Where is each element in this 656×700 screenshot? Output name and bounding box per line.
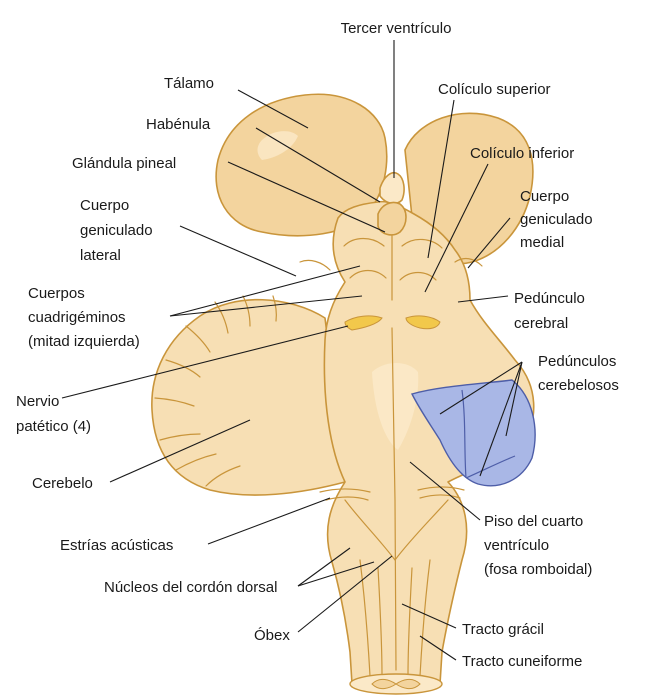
brainstem-highlight bbox=[372, 363, 419, 450]
leader-piso-cuarto-ventriculo bbox=[409, 461, 481, 521]
colliculus-inferior-left bbox=[349, 269, 387, 279]
trochlear-nerve-right bbox=[405, 315, 441, 330]
leader-coliculo-inferior bbox=[424, 163, 489, 293]
leader-tracto-gracil bbox=[401, 603, 457, 629]
leader-glandula-pineal bbox=[227, 161, 386, 233]
leader-nervio-patetico bbox=[61, 325, 349, 399]
labels: Tercer ventrículo Tálamo Colículo superi… bbox=[16, 20, 619, 670]
label-glandula-pineal: Glándula pineal bbox=[72, 155, 176, 172]
label-coliculo-inferior: Colículo inferior bbox=[470, 145, 574, 162]
leader-nucleos-cordon-dorsal-2 bbox=[297, 561, 375, 587]
cerebellar-peduncles-shape bbox=[410, 379, 536, 487]
median-sulcus bbox=[391, 327, 397, 671]
label-cerebelo: Cerebelo bbox=[32, 475, 93, 492]
label-tercer-ventriculo: Tercer ventrículo bbox=[341, 20, 452, 37]
medial-geniculate-shape bbox=[454, 257, 483, 267]
leader-obex bbox=[297, 555, 393, 633]
leader-coliculo-superior bbox=[427, 99, 455, 259]
leader-pedunculos-cerebelosos-3 bbox=[479, 361, 523, 477]
label-piso-cuarto-ventriculo-2: ventrículo bbox=[484, 537, 549, 554]
label-pedunculos-cerebelosos-1: Pedúnculos bbox=[538, 353, 616, 370]
leader-cuerpos-cuadrigeminos-2 bbox=[169, 295, 363, 317]
leader-cerebelo bbox=[109, 419, 251, 483]
label-cuerpos-cuadrigeminos-2: cuadrigéminos bbox=[28, 309, 126, 326]
peduncle-divider-2 bbox=[465, 455, 516, 479]
label-cuerpo-geniculado-lateral-2: geniculado bbox=[80, 222, 153, 239]
cerebellum-shape bbox=[151, 298, 346, 496]
dorsal-column-tracts bbox=[359, 559, 431, 677]
leader-talamo bbox=[237, 89, 309, 129]
pineal-gland-shape bbox=[377, 201, 407, 236]
leader-estrias-acusticas bbox=[207, 497, 331, 545]
label-pedunculos-cerebelosos-2: cerebelosos bbox=[538, 377, 619, 394]
leader-cuerpo-geniculado-lateral bbox=[179, 225, 297, 277]
label-cuerpo-geniculado-medial-3: medial bbox=[520, 234, 564, 251]
label-cuerpos-cuadrigeminos-3: (mitad izquierda) bbox=[28, 333, 140, 350]
gray-matter-butterfly bbox=[371, 678, 421, 690]
anatomy bbox=[151, 93, 536, 695]
label-pedunculo-cerebral-2: cerebral bbox=[514, 315, 568, 332]
label-cuerpo-geniculado-lateral-1: Cuerpo bbox=[80, 197, 129, 214]
label-estrias-acusticas: Estrías acústicas bbox=[60, 537, 173, 554]
lateral-geniculate-shape bbox=[299, 259, 331, 271]
thalamus-highlight bbox=[257, 131, 298, 160]
label-piso-cuarto-ventriculo-1: Piso del cuarto bbox=[484, 513, 583, 530]
leader-cuerpo-geniculado-medial bbox=[467, 217, 511, 269]
leader-cuerpos-cuadrigeminos-1 bbox=[169, 265, 361, 317]
leader-pedunculo-cerebral bbox=[457, 295, 509, 303]
leader-tracto-cuneiforme bbox=[419, 635, 457, 661]
label-tracto-gracil: Tracto grácil bbox=[462, 621, 544, 638]
cerebellum-folia bbox=[154, 295, 277, 487]
colliculus-superior-left bbox=[343, 237, 385, 247]
label-cuerpo-geniculado-medial-1: Cuerpo bbox=[520, 188, 569, 205]
label-nucleos-cordon-dorsal: Núcleos del cordón dorsal bbox=[104, 579, 277, 596]
label-pedunculo-cerebral-1: Pedúnculo bbox=[514, 290, 585, 307]
label-habenula: Habénula bbox=[146, 116, 211, 133]
label-coliculo-superior: Colículo superior bbox=[438, 81, 551, 98]
label-cuerpo-geniculado-lateral-3: lateral bbox=[80, 247, 121, 264]
label-nervio-patetico-1: Nervio bbox=[16, 393, 59, 410]
leader-habenula bbox=[255, 127, 381, 203]
label-piso-cuarto-ventriculo-3: (fosa romboidal) bbox=[484, 561, 592, 578]
acoustic-striae bbox=[319, 486, 465, 501]
label-nervio-patetico-2: patético (4) bbox=[16, 418, 91, 435]
label-talamo: Tálamo bbox=[164, 75, 214, 92]
label-obex: Óbex bbox=[254, 627, 290, 644]
obex-v-shape bbox=[344, 499, 449, 561]
colliculus-inferior-right bbox=[399, 271, 437, 281]
leader-nucleos-cordon-dorsal-1 bbox=[297, 547, 351, 587]
colliculus-superior-right bbox=[401, 238, 443, 249]
label-cuerpo-geniculado-medial-2: geniculado bbox=[520, 211, 593, 228]
leader-pedunculos-cerebelosos-1 bbox=[439, 361, 523, 415]
leader-pedunculos-cerebelosos-2 bbox=[505, 361, 523, 437]
label-cuerpos-cuadrigeminos-1: Cuerpos bbox=[28, 285, 85, 302]
leader-lines bbox=[61, 40, 523, 661]
label-tracto-cuneiforme: Tracto cuneiforme bbox=[462, 653, 582, 670]
